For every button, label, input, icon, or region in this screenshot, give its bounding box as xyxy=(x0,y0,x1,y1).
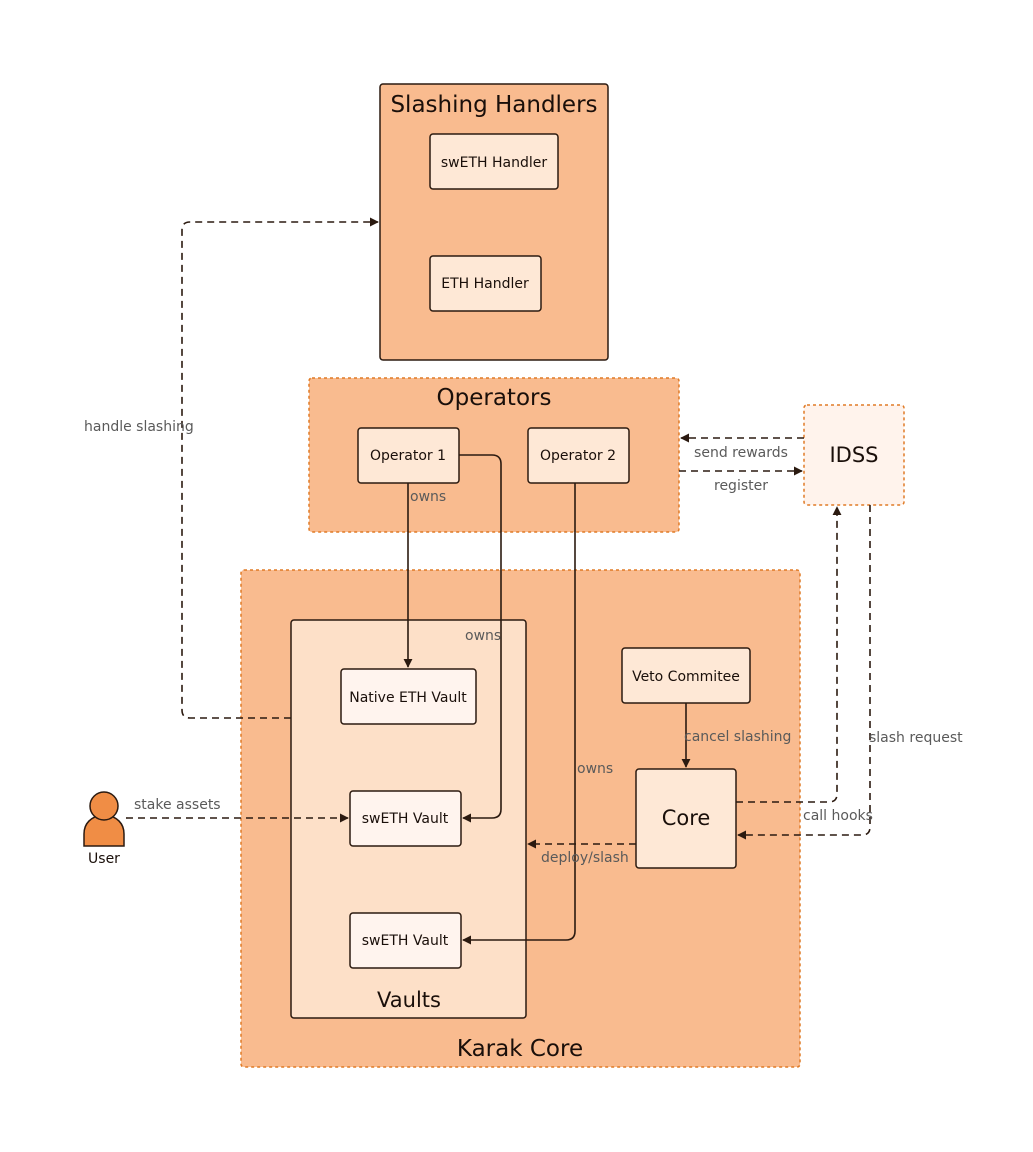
vaults-title: Vaults xyxy=(377,988,441,1012)
edge-op1-owns-sweth xyxy=(459,454,502,823)
slashing-handlers-title: Slashing Handlers xyxy=(390,92,597,118)
operator-1-node: Operator 1 xyxy=(357,427,460,484)
native-eth-vault-node: Native ETH Vault xyxy=(340,668,477,725)
label-deploy-slash: deploy/slash xyxy=(541,850,629,866)
operator-2-node: Operator 2 xyxy=(527,427,630,484)
core-node: Core xyxy=(635,768,737,869)
sweth-vault-2-node: swETH Vault xyxy=(349,912,462,969)
user-node: User xyxy=(83,791,125,867)
veto-committee-label: Veto Commitee xyxy=(632,669,740,685)
eth-handler-label: ETH Handler xyxy=(441,276,529,292)
operator-2-label: Operator 2 xyxy=(540,448,616,464)
veto-committee-node: Veto Commitee xyxy=(621,647,751,704)
edge-call-hooks xyxy=(737,505,871,840)
edge-op2-owns-sweth xyxy=(462,483,576,945)
label-owns-op2-sweth: owns xyxy=(577,761,613,777)
label-owns-op1-native: owns xyxy=(410,489,446,505)
native-eth-vault-label: Native ETH Vault xyxy=(349,690,467,706)
idss-label: IDSS xyxy=(829,443,878,467)
idss-node: IDSS xyxy=(803,404,905,506)
label-call-hooks: call hooks xyxy=(803,808,873,824)
label-owns-op1-sweth: owns xyxy=(465,628,501,644)
sweth-vault-1-label: swETH Vault xyxy=(362,811,449,827)
label-stake-assets: stake assets xyxy=(134,797,221,813)
label-slash-request: slash request xyxy=(869,730,963,746)
edge-labels: handle slashing send rewards register ow… xyxy=(84,419,963,866)
label-handle-slashing: handle slashing xyxy=(84,419,194,435)
label-register: register xyxy=(714,478,768,494)
label-cancel-slashing: cancel slashing xyxy=(684,729,791,745)
edge-core-to-idss xyxy=(736,506,842,803)
sweth-handler-label: swETH Handler xyxy=(441,155,547,171)
core-label: Core xyxy=(662,806,711,830)
slashing-handlers-container: Slashing Handlers xyxy=(379,83,609,361)
sweth-vault-1-node: swETH Vault xyxy=(349,790,462,847)
edges xyxy=(126,217,871,945)
operators-title: Operators xyxy=(437,385,552,411)
karak-core-title: Karak Core xyxy=(457,1036,583,1062)
sweth-handler-node: swETH Handler xyxy=(429,133,559,190)
label-send-rewards: send rewards xyxy=(694,445,788,461)
operator-1-label: Operator 1 xyxy=(370,448,446,464)
user-label: User xyxy=(88,851,120,867)
person-icon xyxy=(83,791,125,847)
edge-handle-slashing xyxy=(181,217,379,719)
sweth-vault-2-label: swETH Vault xyxy=(362,933,449,949)
eth-handler-node: ETH Handler xyxy=(429,255,542,312)
